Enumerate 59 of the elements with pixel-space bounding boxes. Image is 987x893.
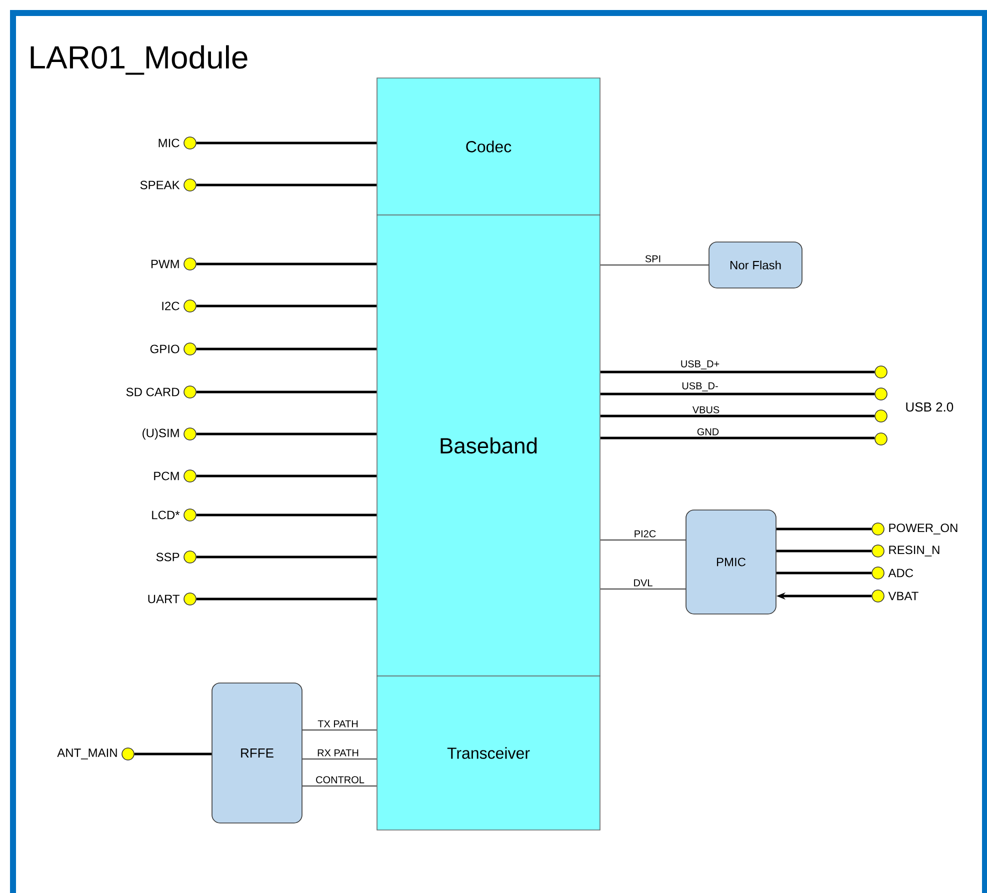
edge-label: RX PATH [316, 748, 360, 758]
pin-circle [874, 410, 888, 422]
connector [196, 304, 377, 308]
pin-label: RESIN_N [889, 546, 940, 556]
edge-label: GND [696, 427, 720, 436]
pin-label: SD CARD [126, 388, 180, 396]
connector [776, 550, 872, 552]
connector [600, 370, 875, 374]
pin-label: SSP [156, 552, 180, 562]
block-section: Transceiver [376, 676, 600, 830]
pin-label: VBAT [888, 592, 918, 600]
pin-label: POWER_ON [889, 524, 958, 534]
pin-label: GPIO [150, 344, 180, 354]
pin-label: MIC [158, 138, 180, 148]
pin-label: SPEAK [140, 180, 180, 190]
connector [600, 414, 875, 418]
pin-circle [874, 432, 888, 446]
connector [196, 432, 377, 436]
pin-label: (U)SIM [142, 428, 179, 440]
connector [196, 390, 377, 394]
connector [600, 588, 686, 590]
pin-label: UART [148, 594, 180, 604]
component-box: PMIC [686, 510, 776, 614]
edge-label: SPI [644, 254, 662, 264]
pin-label: I2C [162, 302, 180, 310]
group-label: USB 2.0 [906, 402, 954, 412]
pin-label: PCM [154, 472, 179, 480]
connector [302, 758, 377, 760]
connector [776, 572, 872, 574]
edge-label: DVL [632, 578, 654, 588]
edge-label: VBUS [691, 405, 721, 414]
pin-label: ADC [888, 568, 914, 578]
connector [600, 436, 875, 440]
edge-label: PI2C [632, 529, 658, 538]
title: LAR01_Module [30, 45, 248, 75]
pin-label: LCD* [152, 510, 180, 520]
connector [196, 348, 377, 350]
pin-circle [874, 366, 888, 378]
pin-label: ANT_MAIN [57, 748, 117, 760]
connector [196, 184, 377, 186]
connector [776, 528, 872, 530]
component-box: Nor Flash [708, 242, 802, 288]
connector [196, 474, 377, 478]
pin-circle [874, 388, 888, 400]
edge-label: TX PATH [316, 719, 360, 728]
connector [196, 556, 377, 558]
connector [600, 392, 875, 396]
connector [134, 752, 212, 756]
edge-label: CONTROL [314, 775, 366, 784]
pin-label: PWM [151, 260, 179, 268]
edge-label: USB_D+ [679, 359, 721, 370]
connector [196, 514, 377, 516]
connector [196, 142, 377, 144]
block-section: Codec [376, 78, 600, 216]
connector [196, 262, 377, 266]
connector [196, 598, 377, 600]
component-box: RFFE [212, 682, 302, 824]
connector [600, 264, 709, 266]
edge-label: USB_D- [680, 381, 720, 392]
